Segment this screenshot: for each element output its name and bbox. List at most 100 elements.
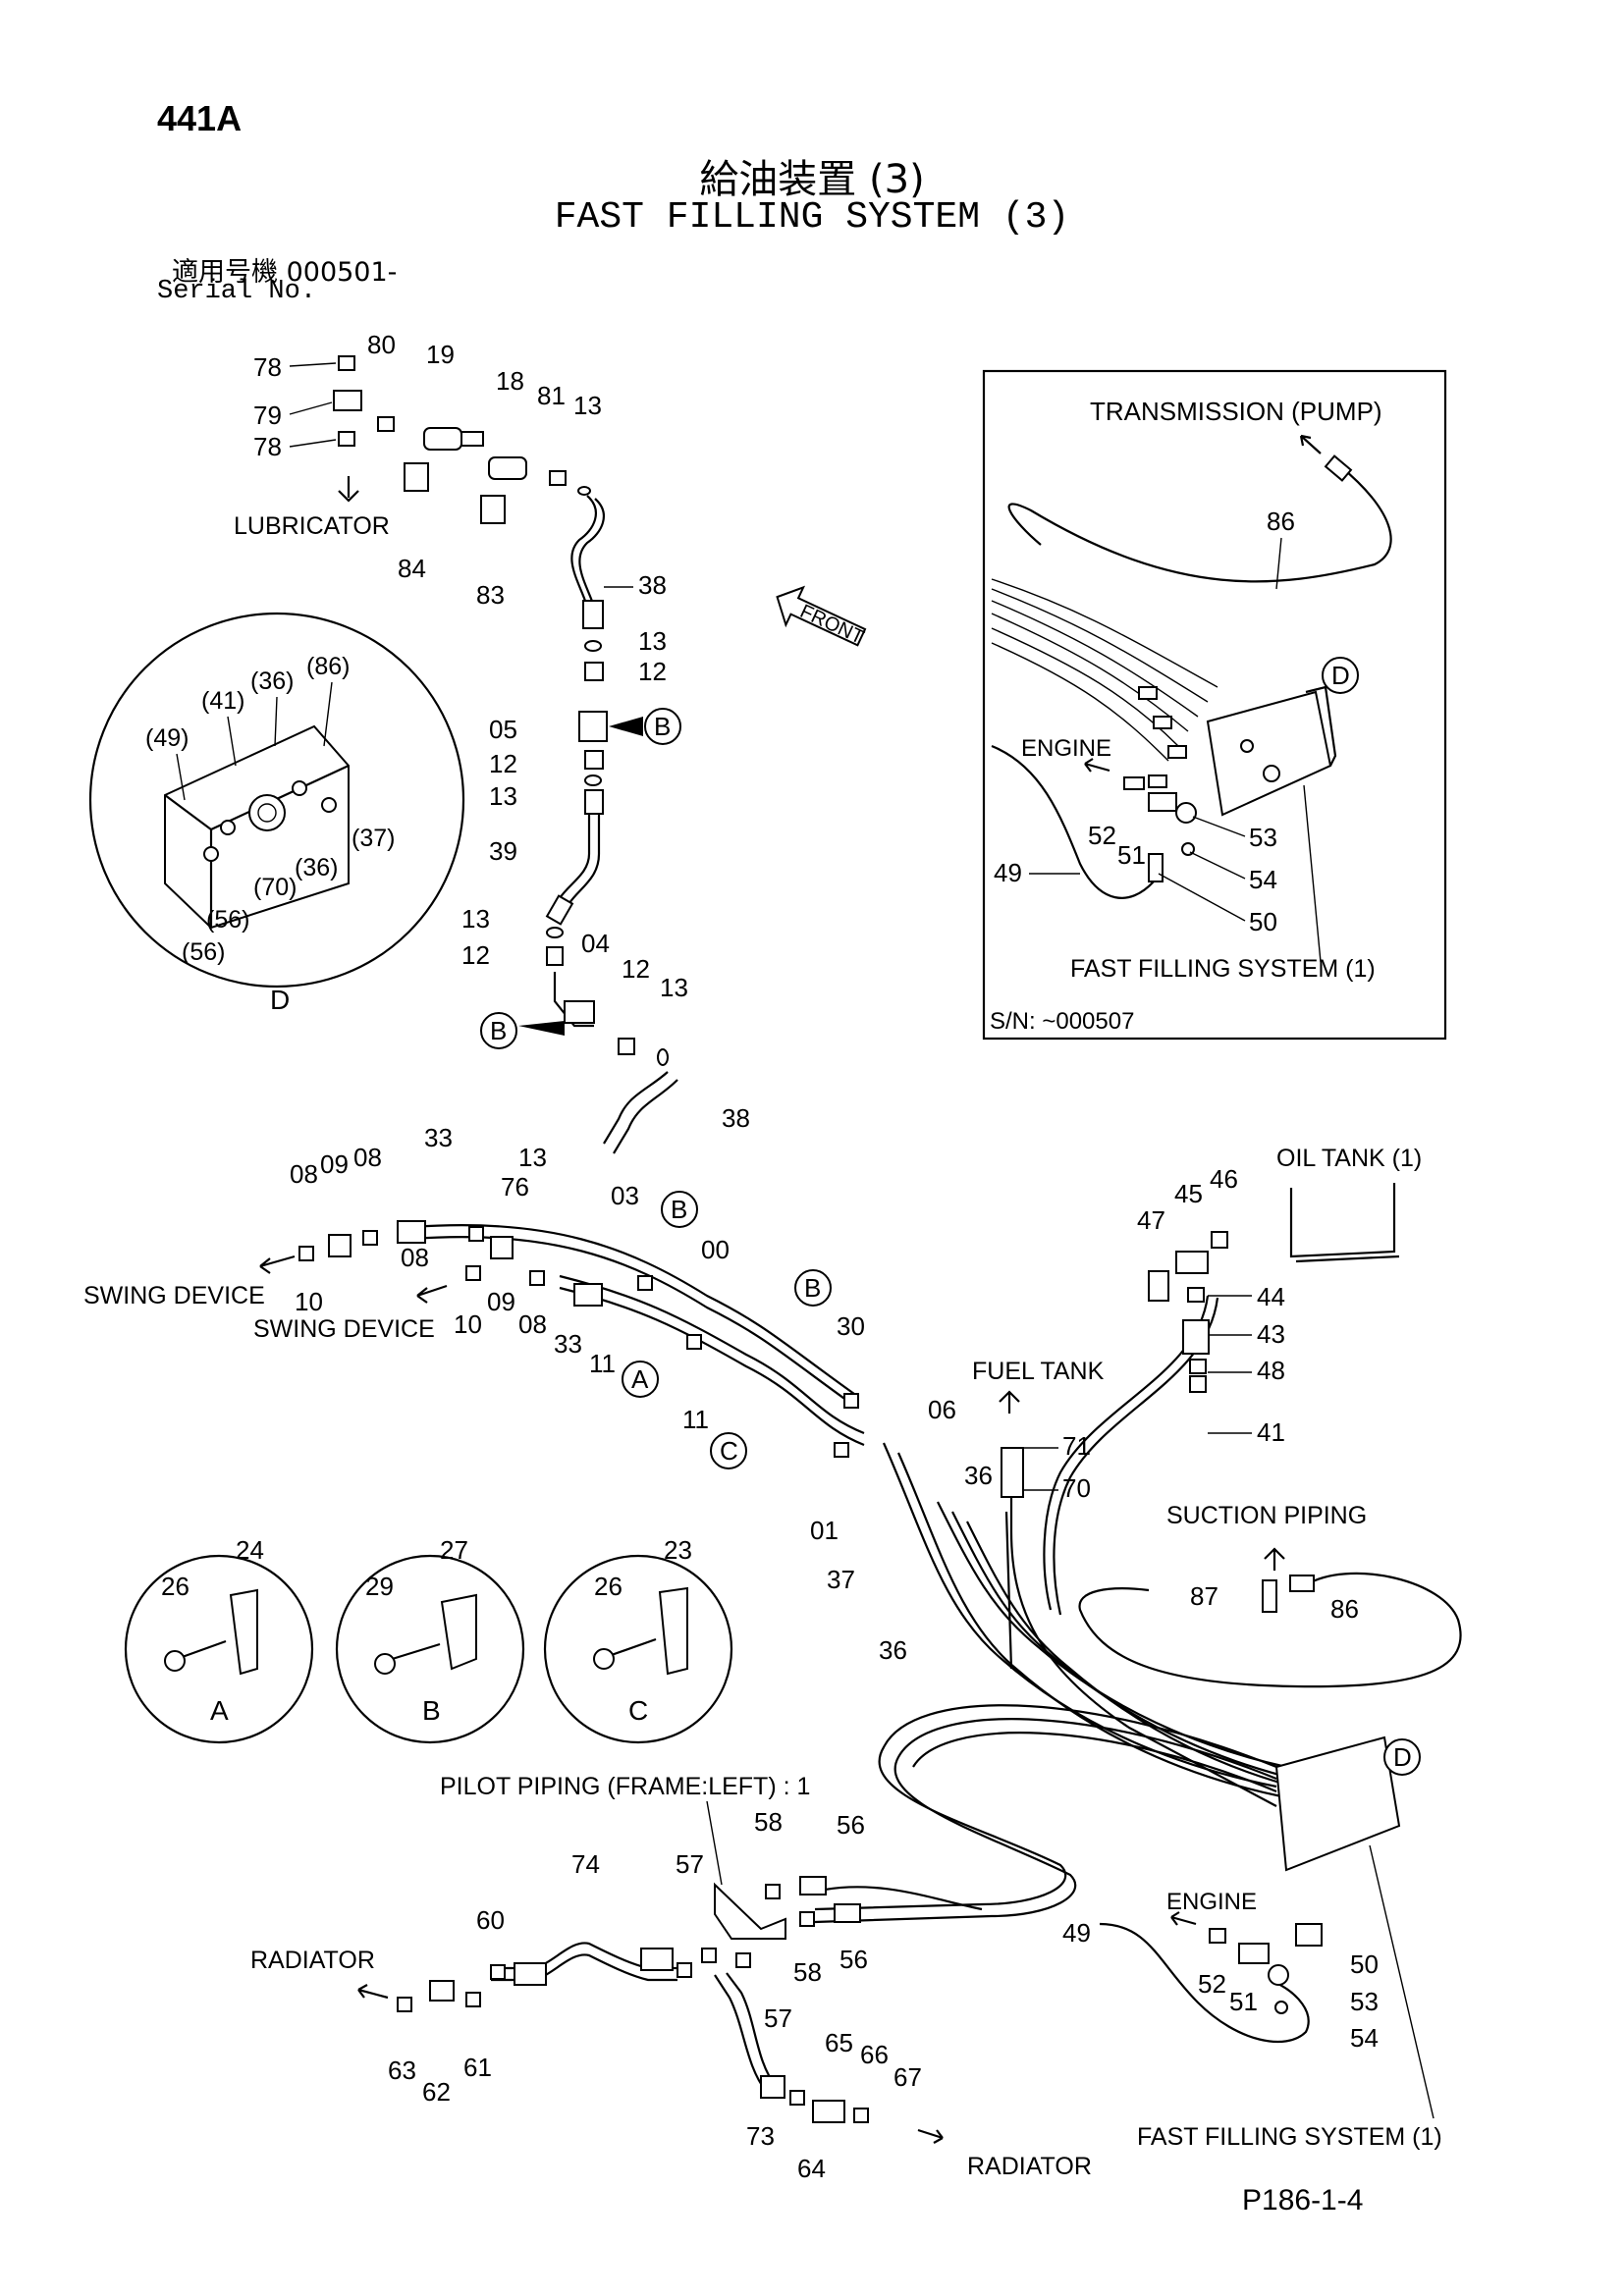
lubricator-label: LUBRICATOR xyxy=(234,512,390,540)
part-78a: 78 xyxy=(253,352,282,382)
ref-b-top: B xyxy=(654,712,671,741)
radiator-label-2: RADIATOR xyxy=(967,2153,1092,2180)
swing-arrow-icon-2 xyxy=(416,1284,448,1304)
detail-c-part-26: 26 xyxy=(594,1572,623,1601)
serial-label-japanese: 適用号機 000501- xyxy=(172,257,398,288)
part-67: 67 xyxy=(893,2062,922,2092)
part-79: 79 xyxy=(253,400,282,430)
lower-ref-d: D xyxy=(1393,1742,1412,1772)
part-58a: 58 xyxy=(754,1807,783,1837)
part-13b: 13 xyxy=(638,626,667,656)
inset-serial-range: S/N: ~000507 xyxy=(990,1008,1134,1035)
part-71: 71 xyxy=(1062,1431,1091,1461)
inset-part-54: 54 xyxy=(1249,865,1277,894)
radiator-arrow-icon-1 xyxy=(357,1984,389,2000)
lower-block-d xyxy=(1274,1735,1401,1872)
lower-hose-loops xyxy=(814,1704,1310,2044)
detail-c xyxy=(543,1554,733,1744)
ref-b-circle-top xyxy=(644,708,681,745)
part-66: 66 xyxy=(860,2040,889,2069)
part-44: 44 xyxy=(1257,1282,1285,1311)
part-13f: 13 xyxy=(518,1143,547,1172)
radiator-arrow-icon-2 xyxy=(917,2128,944,2144)
vertical-pipe-column xyxy=(545,600,669,1066)
page-code: 441A xyxy=(157,98,243,138)
detail-d-part-70: (70) xyxy=(253,874,297,901)
part-70: 70 xyxy=(1062,1473,1091,1503)
part-78b: 78 xyxy=(253,432,282,461)
detail-b-part-29: 29 xyxy=(365,1572,394,1601)
part-18: 18 xyxy=(496,366,524,396)
part-49-lower: 49 xyxy=(1062,1918,1091,1948)
part-62: 62 xyxy=(422,2077,451,2107)
inset-ref-d: D xyxy=(1331,661,1350,690)
front-label: FRONT xyxy=(796,601,867,649)
footer-code: P186-1-4 xyxy=(1242,2184,1364,2216)
front-arrow-icon: FRONT xyxy=(776,585,867,649)
part-09b: 09 xyxy=(487,1287,515,1316)
inset-hose-86 xyxy=(1007,465,1392,583)
inset-part-49: 49 xyxy=(994,858,1022,887)
inset-engine-label: ENGINE xyxy=(1021,735,1111,762)
part-52-lower: 52 xyxy=(1198,1969,1226,1999)
part-47: 47 xyxy=(1137,1205,1165,1235)
suction-arrow-icon xyxy=(1264,1547,1285,1571)
detail-d-circle xyxy=(88,612,465,988)
part-19: 19 xyxy=(426,340,455,369)
part-86: 86 xyxy=(1330,1594,1359,1624)
part-76: 76 xyxy=(501,1172,529,1201)
pilot-piping-label: PILOT PIPING (FRAME:LEFT) : 1 xyxy=(440,1773,810,1800)
part-57a: 57 xyxy=(676,1849,704,1879)
engine-label-main: ENGINE xyxy=(1166,1889,1257,1915)
oil-tank-fittings xyxy=(1148,1183,1400,1393)
ref-b-circle-mid xyxy=(480,1012,517,1049)
part-11b: 11 xyxy=(682,1405,709,1434)
part-13e: 13 xyxy=(660,973,688,1002)
part-87: 87 xyxy=(1190,1581,1218,1611)
part-56a: 56 xyxy=(837,1810,865,1840)
inset-hose-bundle xyxy=(991,578,1218,762)
inset-ref-d-circle xyxy=(1322,657,1359,694)
detail-d-part-37: (37) xyxy=(352,825,395,852)
detail-b-part-27: 27 xyxy=(440,1535,468,1565)
part-64: 64 xyxy=(797,2154,826,2183)
suction-hose-86 xyxy=(1078,1572,1462,1688)
part-45: 45 xyxy=(1174,1179,1203,1208)
ref-b-4: B xyxy=(804,1273,821,1303)
inset-part-53: 53 xyxy=(1249,823,1277,852)
part-61: 61 xyxy=(463,2053,492,2082)
part-41: 41 xyxy=(1257,1417,1285,1447)
swing-device-label-2: SWING DEVICE xyxy=(253,1315,435,1343)
detail-d-label: D xyxy=(270,985,290,1015)
transmission-arrow-icon xyxy=(1299,434,1322,454)
lubricator-assembly xyxy=(333,355,605,617)
part-12d: 12 xyxy=(622,954,650,984)
fast-filling-label-main: FAST FILLING SYSTEM (1) xyxy=(1137,2123,1442,2151)
suction-piping-label: SUCTION PIPING xyxy=(1166,1502,1367,1529)
pipe-38-mid xyxy=(603,1071,669,1145)
inset-fast-filling-label: FAST FILLING SYSTEM (1) xyxy=(1070,955,1376,983)
inset-fittings xyxy=(1138,686,1280,788)
swing-device-label-1: SWING DEVICE xyxy=(83,1282,265,1309)
detail-d-part-86: (86) xyxy=(306,653,350,680)
inset-hose-49 xyxy=(991,744,1155,899)
part-73: 73 xyxy=(746,2121,775,2151)
part-10b: 10 xyxy=(454,1309,482,1339)
title-japanese: 給油装置 (3) xyxy=(699,157,925,202)
part-43: 43 xyxy=(1257,1319,1285,1349)
ref-b-3: B xyxy=(671,1195,687,1224)
inset-part-52: 52 xyxy=(1088,821,1116,850)
part-38b: 38 xyxy=(722,1103,750,1133)
inset-fitting xyxy=(1324,454,1353,482)
part-57b: 57 xyxy=(764,2003,792,2033)
ref-b-pointer-icon xyxy=(609,717,643,736)
radiator-label-1: RADIATOR xyxy=(250,1947,375,1974)
detail-b xyxy=(335,1554,525,1744)
part-60: 60 xyxy=(476,1905,505,1935)
part-36a: 36 xyxy=(964,1461,993,1490)
part-11a: 11 xyxy=(589,1349,616,1378)
part-30: 30 xyxy=(837,1311,865,1341)
inset-part-86: 86 xyxy=(1267,507,1295,536)
engine-arrow-icon-main xyxy=(1170,1911,1197,1926)
ref-a: A xyxy=(631,1364,649,1394)
